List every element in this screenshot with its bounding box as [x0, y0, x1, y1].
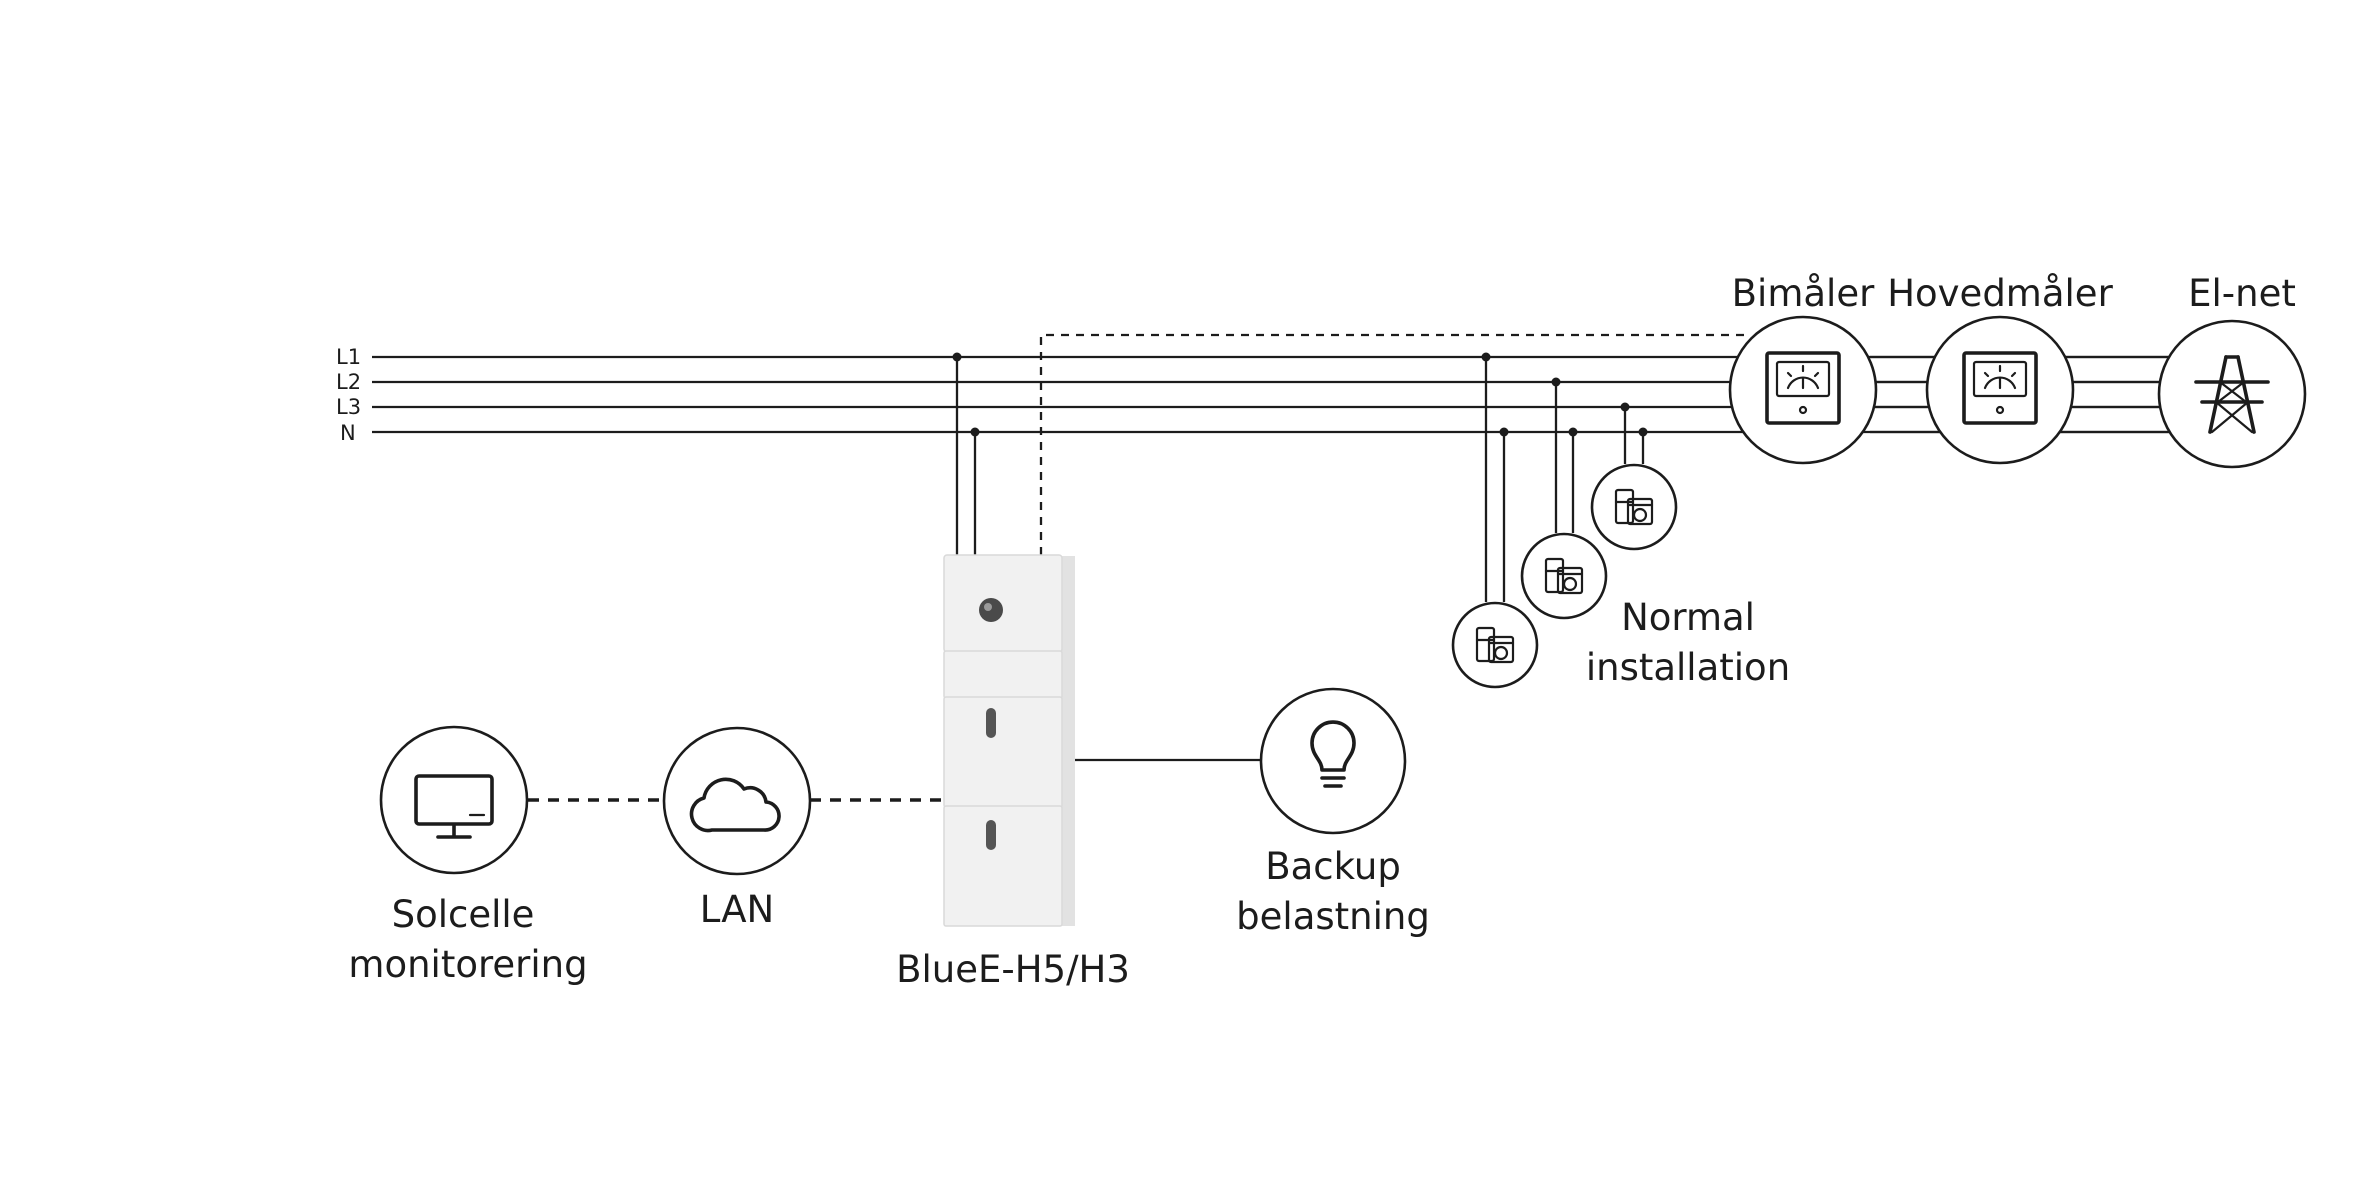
lan-node: [662, 726, 812, 876]
appliance-icon: [1544, 557, 1584, 595]
grid: [2157, 319, 2307, 469]
normal-installation-label-line2: installation: [1586, 646, 1790, 689]
junction-dot: [1551, 377, 1561, 387]
junction-dot: [1638, 427, 1648, 437]
monitor-icon: [414, 774, 494, 839]
monitoring-label-line2: monitorering: [348, 943, 587, 986]
phase-label-l1: L1: [336, 345, 361, 369]
appliance-icon: [1614, 488, 1654, 526]
junction-dot: [1499, 427, 1509, 437]
junction-dot: [1568, 427, 1578, 437]
battery-indicator: [986, 820, 996, 850]
main-meter-label: Hovedmåler: [1887, 272, 2113, 315]
battery-indicator: [986, 708, 996, 738]
main-meter: [1925, 315, 2075, 465]
backup-label-line1: Backup: [1265, 845, 1401, 888]
backup-load: [1259, 687, 1407, 835]
submeter-label: Bimåler: [1732, 272, 1875, 315]
inverter-display: [979, 598, 1003, 622]
backup-label-line2: belastning: [1236, 895, 1430, 938]
junction-dot: [952, 352, 962, 362]
inverter-label: BlueE-H5/H3: [896, 948, 1130, 991]
load-2: [1520, 532, 1608, 620]
appliance-icon: [1475, 626, 1515, 664]
junction-dot: [1481, 352, 1491, 362]
load-1: [1451, 601, 1539, 689]
phase-label-l3: L3: [336, 395, 361, 419]
grid-label: El-net: [2188, 272, 2296, 315]
meter-icon: [1765, 351, 1841, 425]
monitoring-node: [379, 725, 529, 875]
normal-installation-label-line1: Normal: [1621, 596, 1755, 639]
power-pylon-icon: [2194, 355, 2270, 434]
junction-dot: [1620, 402, 1630, 412]
submeter: [1728, 315, 1878, 465]
bus-lines: [372, 355, 2200, 434]
monitoring-label-line1: Solcelle: [392, 893, 535, 936]
lan-label: LAN: [700, 888, 774, 931]
light-bulb-icon: [1310, 720, 1356, 788]
phase-label-n: N: [340, 421, 356, 445]
inverter-unit: [943, 554, 1075, 927]
junction-dot: [970, 427, 980, 437]
phase-label-l2: L2: [336, 370, 361, 394]
load-3: [1590, 463, 1678, 551]
meter-icon: [1962, 351, 2038, 425]
cloud-icon: [689, 777, 781, 833]
